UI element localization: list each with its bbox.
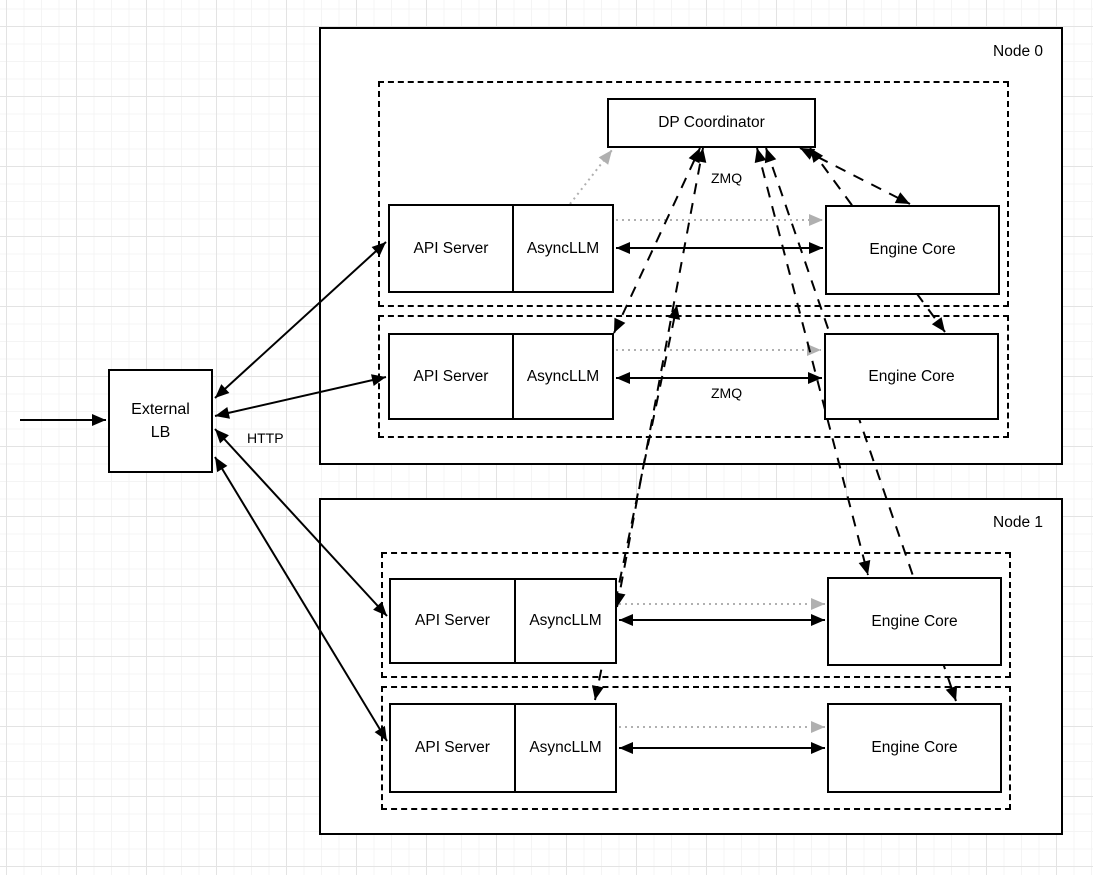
zmq-label-top: ZMQ xyxy=(709,170,745,186)
external-lb-label-line1: External xyxy=(131,401,190,418)
api-server-label: API Server xyxy=(413,239,489,257)
node1-label: Node 1 xyxy=(993,514,1043,531)
api-async-box-n1r1: API Server AsyncLLM xyxy=(389,578,617,664)
edge-dp-async-n0r2 xyxy=(613,147,701,334)
engine-core-box-n1r2: Engine Core xyxy=(827,703,1002,793)
http-label: HTTP xyxy=(245,430,286,446)
asyncllm-label: AsyncLLM xyxy=(514,580,615,662)
edge-dp-async-n1r1 xyxy=(613,147,707,608)
node0-label: Node 0 xyxy=(993,43,1043,60)
edge-lb-api-n0r2 xyxy=(214,374,387,419)
engine-core-box-n1r1: Engine Core xyxy=(827,577,1002,666)
api-server-label: API Server xyxy=(415,739,490,756)
external-lb-label-line2: LB xyxy=(150,424,171,441)
engine-core-label: Engine Core xyxy=(871,612,958,630)
edge-lb-api-n0r1 xyxy=(214,241,387,399)
api-async-box-n1r2: API Server AsyncLLM xyxy=(389,703,617,793)
engine-core-label: Engine Core xyxy=(868,367,955,385)
api-async-box-n0r2: API Server AsyncLLM xyxy=(388,333,614,420)
edge-async-dp-gray xyxy=(569,149,613,205)
engine-core-label: Engine Core xyxy=(869,241,956,258)
external-lb-box: External LB xyxy=(108,369,213,473)
node1-row2-group xyxy=(381,686,1011,810)
asyncllm-label: AsyncLLM xyxy=(512,206,612,291)
dp-coordinator-label: DP Coordinator xyxy=(658,114,765,131)
api-async-box-n0r1: API Server AsyncLLM xyxy=(388,204,614,293)
engine-core-box-n0r2: Engine Core xyxy=(824,333,999,420)
engine-core-box-n0r1: Engine Core xyxy=(825,205,1000,295)
asyncllm-label: AsyncLLM xyxy=(514,705,615,791)
dp-coordinator-box: DP Coordinator xyxy=(607,98,816,148)
edge-lb-api-n1r2 xyxy=(214,456,388,742)
api-server-label: API Server xyxy=(415,612,490,629)
zmq-label-mid: ZMQ xyxy=(709,385,745,401)
engine-core-label: Engine Core xyxy=(871,739,958,756)
edge-lb-api-n1r1 xyxy=(214,428,388,617)
asyncllm-label: AsyncLLM xyxy=(512,335,612,418)
api-server-label: API Server xyxy=(413,367,489,385)
